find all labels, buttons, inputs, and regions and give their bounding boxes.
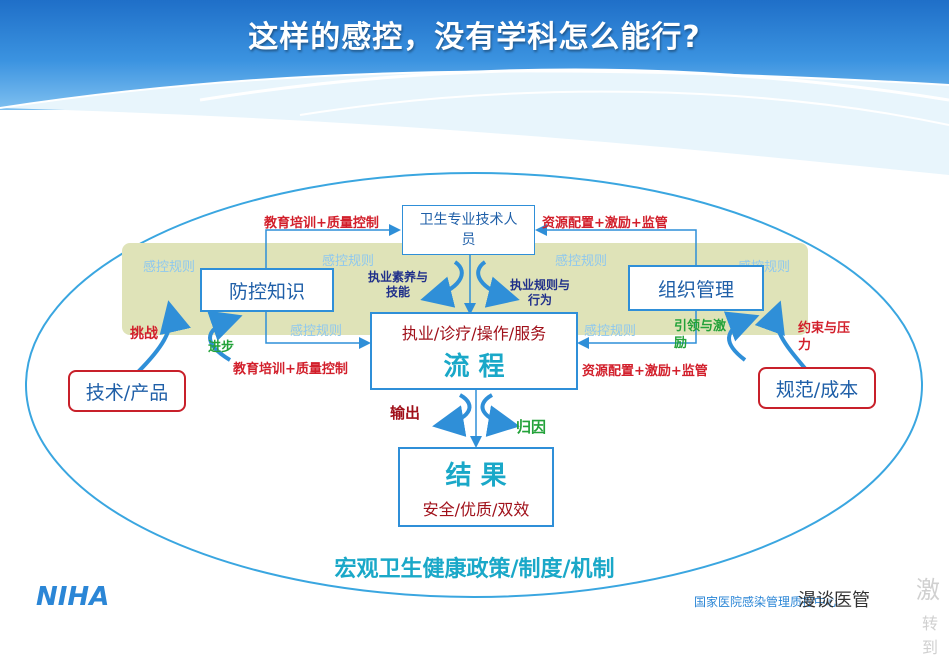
resource-label-top: 资源配置+激励+监管 — [542, 216, 668, 231]
curve-challenge — [136, 300, 191, 374]
swirl-left — [420, 260, 464, 308]
attribution-label: 归因 — [516, 418, 547, 436]
regulation-label: 执业规则与行为 — [510, 278, 571, 307]
edge-knowledge-staff — [265, 224, 401, 270]
ghost-rule-label: 感控规则 — [322, 254, 375, 269]
ghost-rule-label: 感控规则 — [290, 324, 343, 339]
page-title: 这样的感控，没有学科怎么能行? — [248, 20, 701, 55]
edge-org-staff — [535, 224, 697, 266]
knowledge-node-label: 防控知识 — [228, 280, 305, 303]
process-activities-label: 执业/诊疗/操作/服务 — [401, 324, 547, 343]
curve-guide — [723, 311, 760, 362]
corner-text-top: 激 — [916, 576, 940, 604]
knowledge-node: 防控知识 — [200, 268, 334, 312]
macro-policy-ellipse — [25, 172, 923, 598]
resource-label-bottom: 资源配置+激励+监管 — [582, 364, 708, 379]
tech-node-label: 技术/产品 — [85, 381, 169, 404]
niha-logo: NIHA — [36, 582, 110, 612]
norms-node: 规范/成本 — [758, 367, 876, 409]
curve-progress — [207, 310, 243, 362]
staff-node: 卫生专业技术人员 — [402, 205, 535, 255]
edge-knowledge-process — [265, 310, 371, 349]
edu-qc-label-bottom: 教育培训+质量控制 — [233, 362, 348, 377]
curve-constraint — [754, 300, 810, 374]
staff-node-label: 卫生专业技术人员 — [419, 212, 518, 248]
tech-node: 技术/产品 — [68, 370, 186, 412]
process-main-label: 流 程 — [443, 352, 505, 382]
macro-policy-label: 宏观卫生健康政策/制度/机制 — [334, 557, 615, 582]
result-main-label: 结 果 — [445, 460, 507, 491]
edu-qc-label-top: 教育培训+质量控制 — [264, 216, 379, 231]
constraint-label: 约束与压力 — [798, 321, 851, 353]
ghost-rule-label: 感控规则 — [555, 254, 608, 269]
header-wave — [0, 68, 949, 175]
ghost-rule-label: 感控规则 — [143, 260, 196, 275]
edge-org-process — [577, 310, 697, 349]
footer-org-text: 国家医院感染管理质控中心 — [694, 595, 839, 609]
progress-label: 进步 — [208, 340, 235, 355]
swirl-right — [476, 260, 520, 308]
result-node: 结 果 安全/优质/双效 — [398, 447, 554, 527]
org-node-label: 组织管理 — [657, 278, 734, 301]
competence-label: 执业素养与技能 — [368, 270, 429, 299]
swirl-output — [432, 393, 472, 437]
challenge-label: 挑战 — [130, 326, 158, 342]
guide-label: 引领与激励 — [674, 319, 727, 351]
watermark-text: 漫谈医管 — [798, 590, 870, 611]
org-node: 组织管理 — [628, 265, 764, 311]
output-label: 输出 — [390, 404, 421, 422]
ghost-rule-label: 感控规则 — [584, 324, 637, 339]
result-sub-label: 安全/优质/双效 — [422, 499, 530, 519]
corner-text-bottom: 转到 — [922, 614, 939, 657]
norms-node-label: 规范/成本 — [775, 378, 859, 401]
process-node: 执业/诊疗/操作/服务 流 程 — [370, 312, 578, 390]
swirl-attribution — [480, 393, 520, 437]
